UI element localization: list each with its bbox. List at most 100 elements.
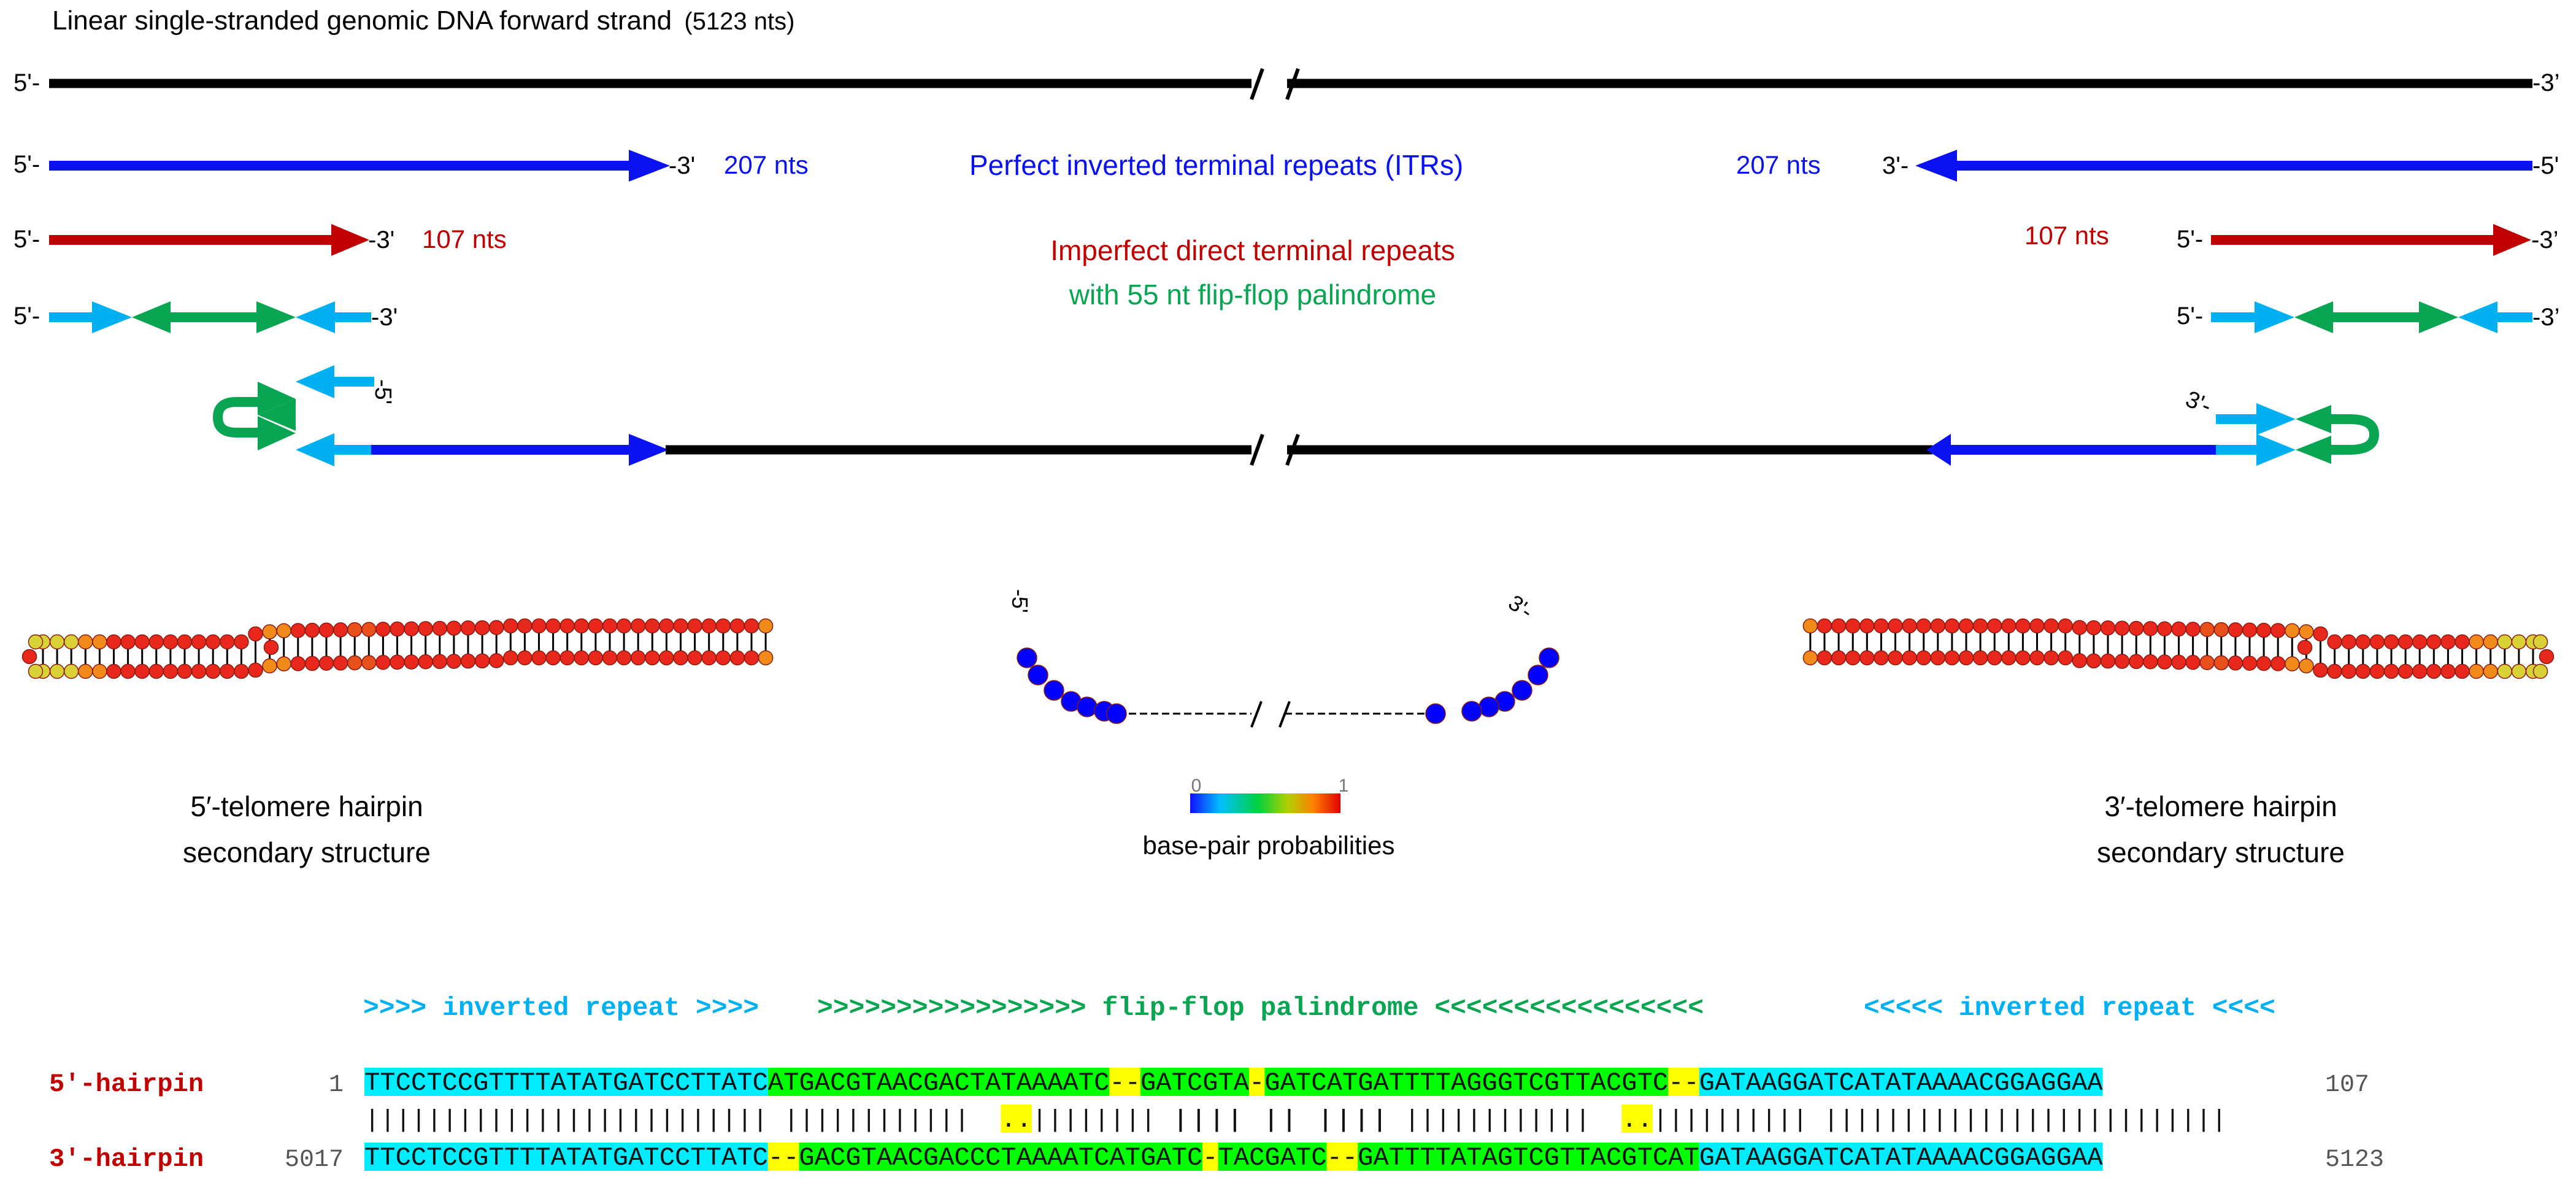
right-hairpin-node-bottom-18 [2270, 656, 2286, 671]
right-hairpin-node-bottom-34 [2043, 650, 2059, 666]
row1-segment-1: ATGACGTAACGACTATAAAATC [768, 1069, 1110, 1098]
right-hairpin-node-top-38 [1986, 618, 2002, 634]
row1-segment-2: -- [1109, 1069, 1140, 1098]
dtr-row: 5'- -3' 107 nts Imperfect direct termina… [13, 221, 2558, 311]
right-hairpin-node-bottom-37 [2001, 650, 2017, 666]
right-hairpin-node-top-4 [2469, 634, 2484, 650]
sequence-alignment: >>>> inverted repeat >>>> >>>>>>>>>>>>>>… [49, 993, 2384, 1174]
left-hairpin-node-top-18 [290, 623, 306, 638]
left-hairpin-node-top-35 [531, 618, 547, 634]
left-hairpin-node-bottom-45 [673, 650, 688, 666]
right-hairpin-node-bottom-8 [2412, 663, 2428, 679]
right-hairpin-node-top-44 [1902, 618, 1917, 634]
left-hairpin-node-top-42 [630, 618, 646, 634]
seq-header-inverted-repeat-right: <<<<< inverted repeat <<<< [1864, 993, 2275, 1023]
rowm-segment-1: |||||||||||| [783, 1107, 970, 1135]
left-hairpin-node-bottom-15 [248, 662, 263, 678]
colorbar-min: 0 [1191, 776, 1202, 796]
row1-start: 1 [329, 1071, 344, 1099]
right-hairpin-node-bottom-11 [2369, 663, 2385, 679]
rowm-bg-2 [1001, 1105, 1032, 1133]
right-hairpin-node-bottom-45 [1888, 650, 1903, 666]
row2-segment-0: TTCCTCCGTTTTATATGATCCTTATC [364, 1144, 768, 1173]
unpaired-tails: -5' 3'- [1007, 589, 1559, 728]
left-hairpin-node-top-11 [191, 634, 207, 650]
right-hairpin-node-top-1 [2511, 634, 2527, 650]
left-hairpin-node-top-15 [248, 626, 263, 642]
left-hairpin-node-bottom-46 [687, 650, 702, 666]
left-hairpin-node-top-27 [418, 621, 433, 636]
left-hairpin-node-bottom-2 [63, 663, 79, 679]
itr-left-length: 207 nts [724, 150, 809, 179]
row1-end: 107 [2325, 1071, 2369, 1099]
genome-strand: 5'- -3’ [13, 68, 2559, 101]
left-hairpin-node-top-33 [503, 618, 518, 634]
left-hairpin-node-top-39 [588, 618, 604, 634]
dtr-left-3-label: -3' [368, 226, 394, 253]
right-hairpin-node-top-23 [2199, 622, 2215, 637]
right-hairpin-node-bottom-14 [2327, 663, 2342, 679]
rowm-bg-6 [1621, 1105, 1653, 1133]
row1-bg-5 [1264, 1068, 1669, 1096]
left-hairpin-node-bottom-19 [304, 655, 320, 671]
row2-bg-2 [799, 1143, 1203, 1171]
row1-bg-7 [1699, 1068, 2103, 1096]
left-hairpin-node-bottom-28 [432, 654, 448, 669]
left-hairpin-node-bottom-39 [588, 650, 604, 666]
left-hairpin-node-top-4 [92, 634, 107, 650]
right-hairpin-node-bottom-51 [1802, 650, 1818, 666]
row1-segment-7: GATAAGGATCATATAAAACGGAGGAA [1699, 1069, 2103, 1098]
left-hairpin-node-top-7 [134, 634, 150, 650]
right-hairpin-node-bottom-49 [1831, 650, 1847, 666]
rowm-segment-7: |||||||||| [1653, 1107, 1808, 1135]
right-hairpin-node-top-37 [2001, 618, 2017, 634]
left-hairpin-bulge-node [263, 639, 279, 655]
right-hairpin-node-top-15 [2313, 626, 2328, 642]
right-hairpin-node-top-21 [2228, 622, 2243, 638]
right-hairpin-node-bottom-41 [1944, 650, 1960, 666]
left-hairpin-node-top-17 [276, 623, 291, 639]
pal-right-cyan-arrow-1 [2255, 301, 2294, 333]
dtr-left-arrowhead [331, 224, 369, 256]
right-hairpin-node-bottom-26 [2157, 654, 2172, 669]
dtr-right-3-label: -3’ [2531, 226, 2558, 253]
left-hairpin-node-top-3 [78, 634, 93, 650]
left-hairpin-node-bottom-7 [134, 663, 150, 679]
left-hairpin-node-top-36 [545, 618, 561, 634]
left-hairpin-node-bottom-29 [446, 654, 462, 669]
right-hairpin-node-bottom-40 [1958, 650, 1974, 666]
left-hairpin-node-top-9 [163, 634, 179, 650]
right-hairpin-node-top-39 [1972, 618, 1988, 634]
seq-header-inverted-repeat-left: >>>> inverted repeat >>>> [363, 993, 759, 1023]
left-hairpin-node-top-21 [333, 622, 348, 638]
right-hairpin-node-top-8 [2412, 634, 2428, 650]
left-hairpin-node-top-50 [744, 618, 759, 634]
row1-segment-0: TTCCTCCGTTTTATATGATCCTTATC [364, 1069, 768, 1098]
left-hairpin-node-bottom-6 [120, 663, 136, 679]
folded-genome: -5' 3'- [212, 365, 2380, 466]
right-hairpin-node-bottom-32 [2072, 653, 2088, 668]
right-hairpin-node-top-27 [2143, 621, 2158, 636]
dtr-label: Imperfect direct terminal repeats [1050, 234, 1455, 266]
palindrome-label: with 55 nt flip-flop palindrome [1069, 279, 1436, 311]
row1-bg-1 [767, 1068, 1110, 1096]
right-hairpin-node-top-42 [1930, 618, 1946, 634]
row2-segment-1: -- [768, 1144, 799, 1173]
left-hairpin-node-top-41 [616, 618, 632, 634]
right-hairpin-node-bottom-10 [2383, 663, 2399, 679]
tel5-caption-line1: 5′-telomere hairpin [190, 790, 423, 822]
right-hairpin-node-bottom-31 [2086, 653, 2102, 669]
row2-segment-6: GATTTTATAGTCGTTACGTCAT [1358, 1144, 1699, 1173]
right-hairpin-node-bottom-35 [2029, 650, 2045, 666]
right-hairpin-node-bottom-50 [1817, 650, 1832, 666]
right-hairpin-node-top-47 [1859, 618, 1875, 634]
blue-tail-left-node-6 [1106, 703, 1127, 724]
right-hairpin-node-top-16 [2299, 624, 2314, 639]
dtr-right-length: 107 nts [2024, 221, 2109, 250]
left-hairpin-node-bottom-4 [92, 663, 107, 679]
pal-left-green-arrowhead-r [256, 301, 296, 333]
itr-left-5-label: 5'- [13, 151, 40, 178]
row1-bg-2 [1109, 1068, 1140, 1096]
rowm-segment-8: |||||||||||||||||||||||||| [1823, 1107, 2227, 1135]
